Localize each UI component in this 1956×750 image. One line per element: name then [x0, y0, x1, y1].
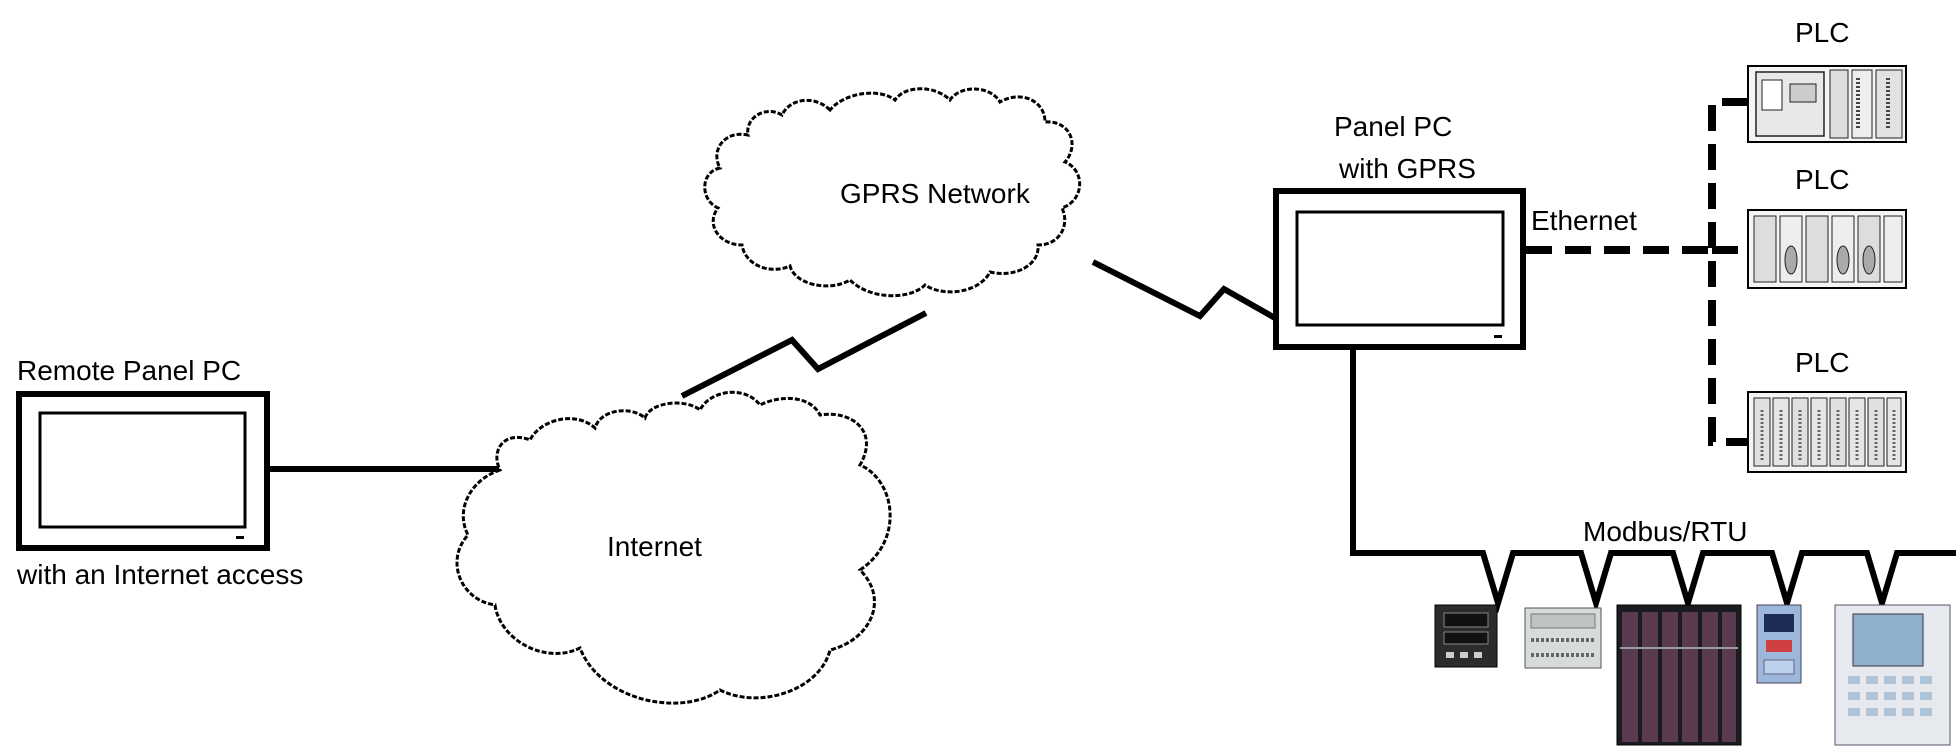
plc-2-label: PLC — [1795, 164, 1849, 195]
ethernet-label: Ethernet — [1531, 205, 1637, 236]
gprs-network-label: GPRS Network — [840, 178, 1031, 209]
panel-pc-label-line1: Panel PC — [1334, 111, 1452, 142]
remote-panel-pc — [16, 391, 270, 551]
remote-io-module-device — [1524, 607, 1602, 669]
gprs-to-panelpc-link — [1091, 259, 1277, 321]
modbus-label: Modbus/RTU — [1583, 516, 1747, 547]
plc-1-device — [1747, 65, 1907, 143]
internet-label: Internet — [607, 531, 702, 562]
io-rack-device — [1616, 604, 1742, 746]
gprs-network-cloud — [703, 87, 1082, 298]
internet-to-gprs-link — [680, 310, 928, 399]
modbus-bus — [1350, 350, 1956, 614]
panel-pc-gprs — [1273, 188, 1526, 350]
remote-panel-access-label: with an Internet access — [16, 559, 303, 590]
internet-cloud — [455, 390, 892, 705]
ethernet-bus — [1526, 98, 1750, 446]
remote-panel-pc-label: Remote Panel PC — [17, 355, 241, 386]
operator-terminal-device — [1834, 604, 1951, 746]
temperature-controller-device — [1434, 604, 1498, 668]
plc-1-label: PLC — [1795, 17, 1849, 48]
panel-pc-label-line2: with GPRS — [1338, 153, 1476, 184]
plc-3-device — [1747, 391, 1907, 473]
frequency-inverter-device — [1756, 604, 1802, 684]
plc-2-device — [1747, 209, 1907, 289]
plc-3-label: PLC — [1795, 347, 1849, 378]
